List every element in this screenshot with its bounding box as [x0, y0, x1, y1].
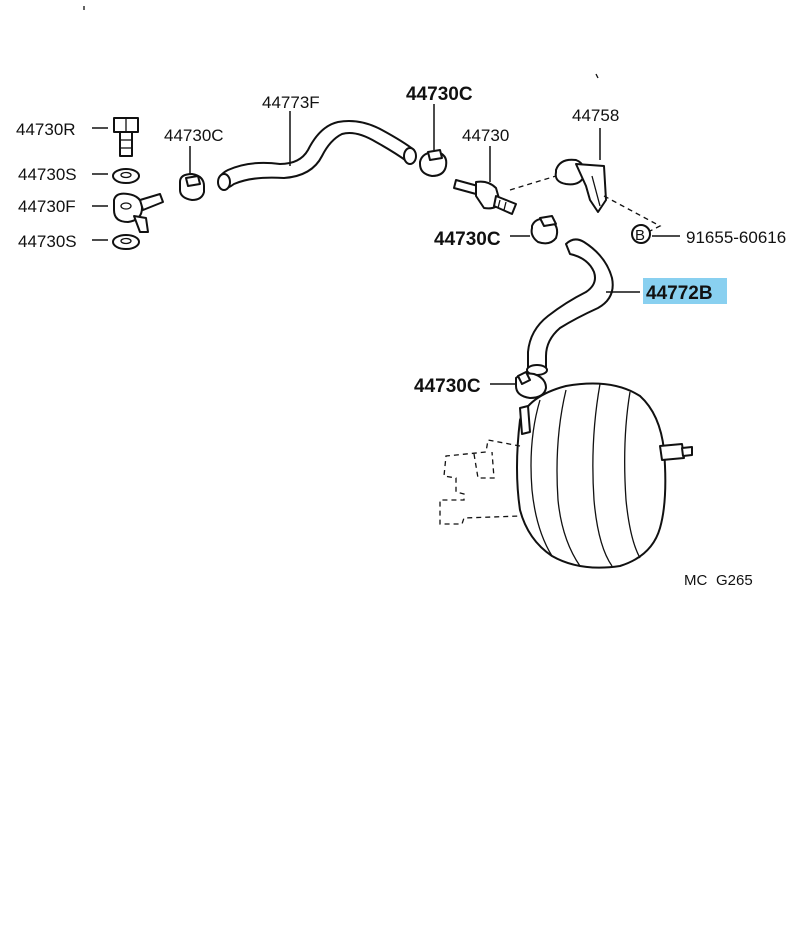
dashed-link-valve-bracket: [509, 175, 557, 191]
callout-44772B[interactable]: 44772B: [646, 283, 713, 304]
callout-44730S-top: 44730S: [18, 165, 77, 184]
hose-44773F: [217, 120, 417, 191]
callout-44730C-top: 44730C: [406, 84, 473, 105]
bolt-44730R: [92, 117, 139, 157]
washer-44730S-top: [92, 168, 140, 184]
callout-44730C-mid: 44730C: [434, 229, 501, 250]
check-valve-44730: [453, 146, 517, 215]
callout-44730R: 44730R: [16, 120, 76, 139]
brake-booster: [439, 382, 693, 569]
washer-44730S-bottom: [92, 234, 140, 250]
bracket-44758: [554, 128, 607, 213]
clamp-44730C-bottom: [490, 371, 547, 399]
clamp-44730C-top: [419, 104, 448, 177]
stray-mark: [595, 73, 599, 79]
hose-44772B: [526, 238, 614, 376]
dashed-link-bracket-bolt: [603, 195, 662, 233]
clamp-44730C-mid: [510, 215, 559, 245]
callout-44730: 44730: [462, 126, 509, 145]
fitting-44730F: [92, 192, 164, 233]
callout-44758: 44758: [572, 106, 619, 125]
figure-code-left: MC: [684, 572, 707, 589]
callout-44730F: 44730F: [18, 197, 76, 216]
callout-91655-60616: 91655-60616: [686, 228, 786, 247]
callout-44773F: 44773F: [262, 93, 320, 112]
highlight-44772B[interactable]: [643, 278, 727, 304]
figure-code-right: G265: [716, 572, 753, 589]
callout-44730C-left: 44730C: [164, 126, 224, 145]
callout-44730C-bottom: 44730C: [414, 376, 481, 397]
bolt-marker-label: B: [635, 227, 645, 244]
bolt-marker-circle: [631, 224, 651, 244]
callout-44730S-bottom: 44730S: [18, 232, 77, 251]
clamp-44730C-left: [179, 146, 205, 201]
